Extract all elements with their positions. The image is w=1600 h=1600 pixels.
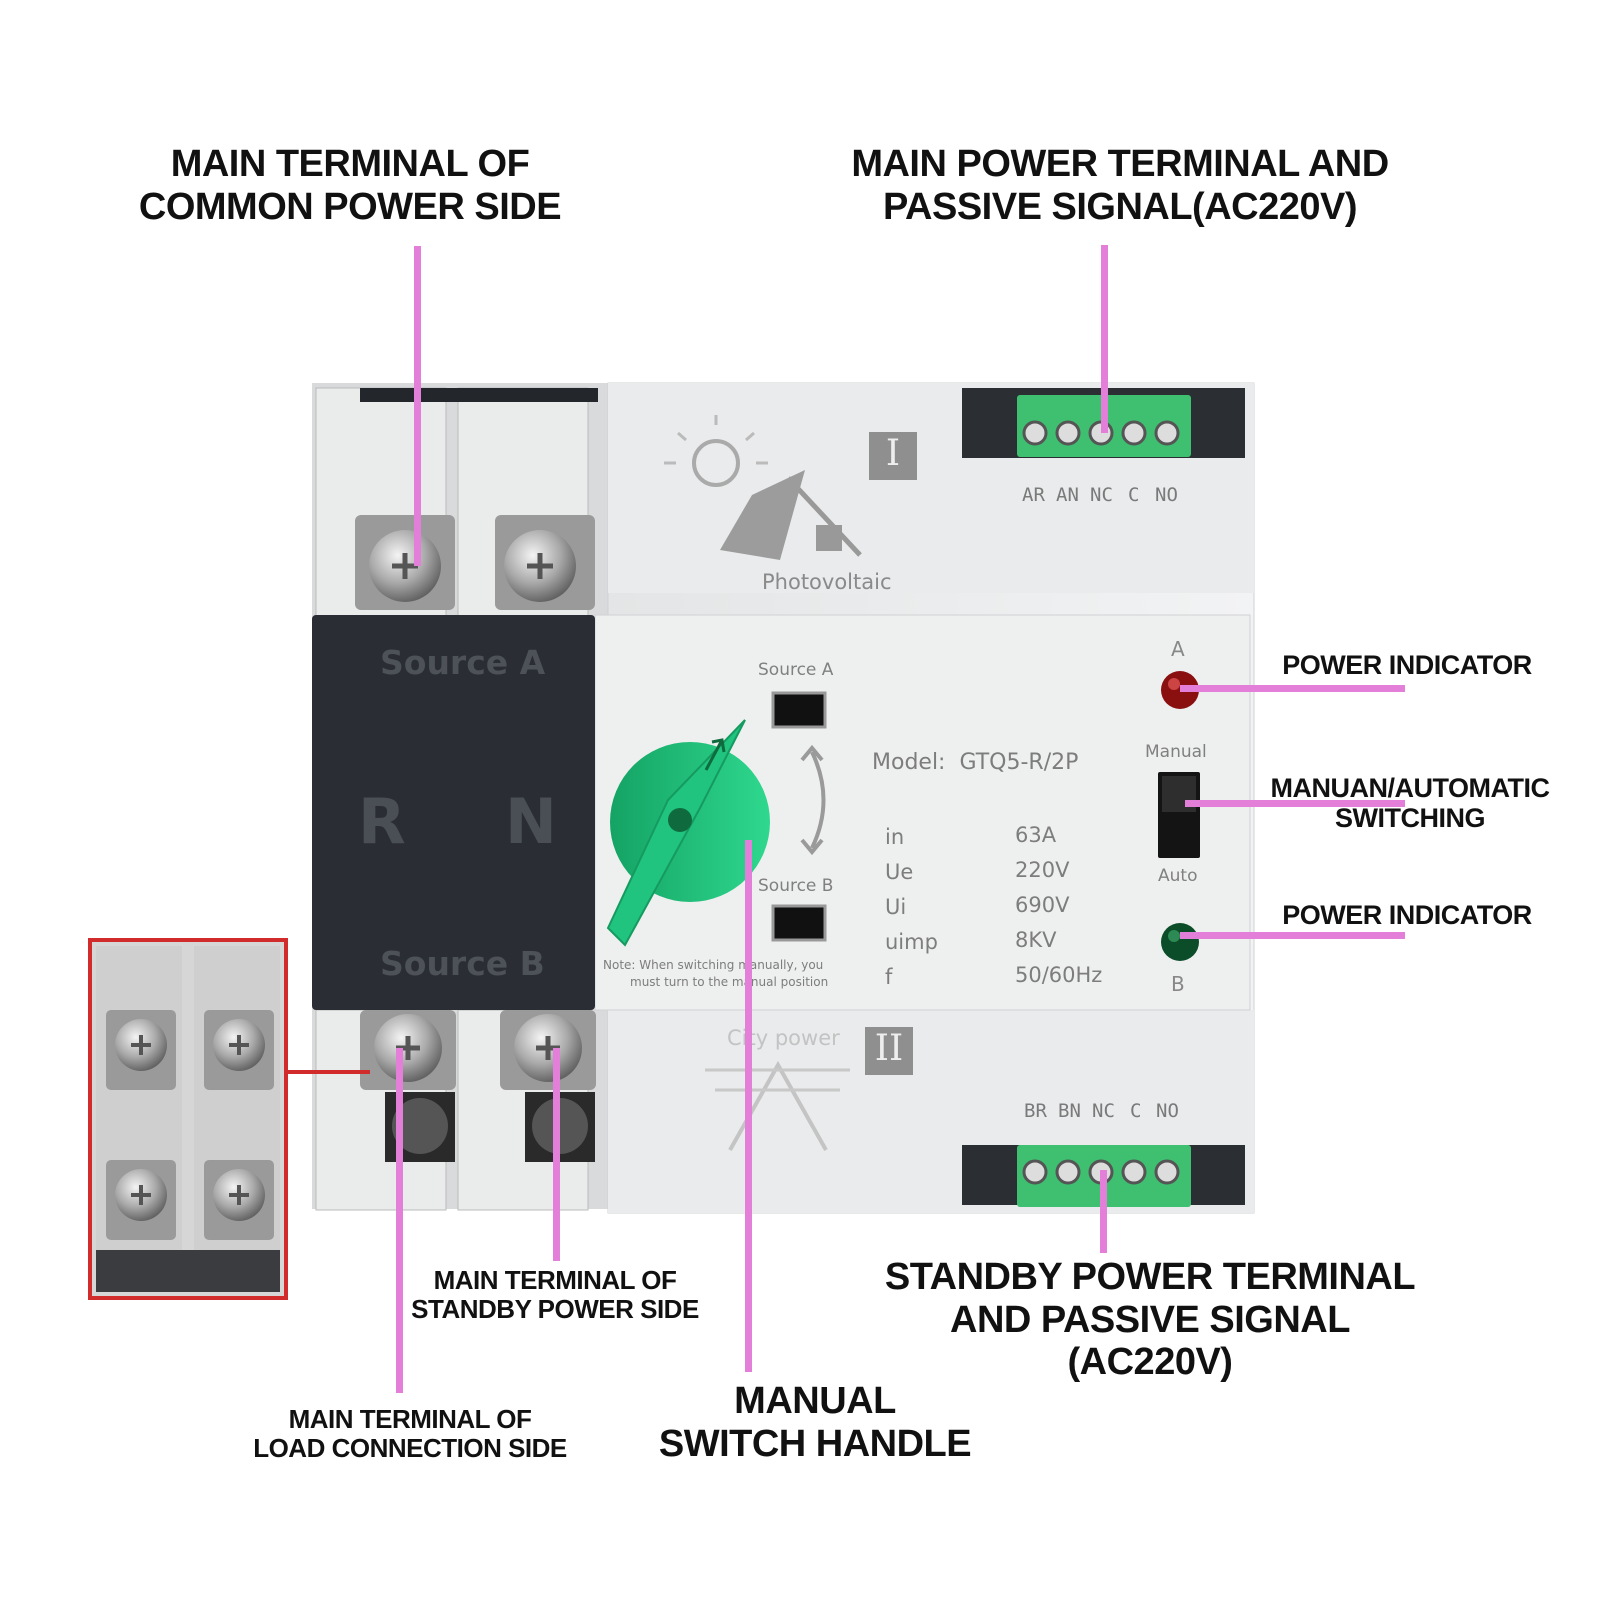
switch-body: [312, 382, 1255, 1214]
callout-line-common-power: [414, 246, 421, 566]
callout-common-power-side: MAIN TERMINAL OF COMMON POWER SIDE: [138, 143, 562, 228]
callout-power-indicator-b: POWER INDICATOR: [1282, 900, 1532, 930]
spec-label-ue: Ue: [885, 860, 914, 884]
top-terminal-no: NO: [1155, 484, 1178, 506]
note-line-1: Note: When switching manually, you: [603, 958, 824, 972]
top-terminal-nc: NC: [1090, 484, 1113, 506]
spec-value-ui: 690V: [1015, 893, 1070, 917]
switch-handle-lever[interactable]: [606, 719, 746, 947]
callout-line-power-indicator-a: [1180, 685, 1405, 692]
bottom-terminal-no: NO: [1156, 1100, 1179, 1122]
top-terminal-an: AN: [1056, 484, 1079, 506]
callout-line-manual-auto: [1185, 800, 1405, 807]
callout-main-power-terminal: MAIN POWER TERMINAL AND PASSIVE SIGNAL(A…: [851, 143, 1389, 228]
callout-load-connection-side: MAIN TERMINAL OF LOAD CONNECTION SIDE: [253, 1404, 567, 1464]
source-b-window-label: Source B: [758, 876, 834, 896]
callout-standby-power-terminal: STANDBY POWER TERMINAL AND PASSIVE SIGNA…: [884, 1256, 1416, 1384]
indicator-b-label: B: [1171, 972, 1185, 996]
callout-standby-main-terminal: MAIN TERMINAL OF STANDBY POWER SIDE: [411, 1265, 699, 1325]
manual-label: Manual: [1145, 742, 1207, 762]
model-label: Model: GTQ5-R/2P: [872, 750, 1079, 775]
callout-line-main-power-terminal: [1101, 245, 1108, 433]
photovoltaic-label: Photovoltaic: [762, 570, 892, 594]
pole-r-label: R: [358, 785, 406, 858]
top-terminal-ar: AR: [1022, 484, 1045, 506]
callout-line-power-indicator-b: [1180, 932, 1405, 939]
callout-line-standby-power-terminal: [1100, 1170, 1107, 1253]
callout-power-indicator-a: POWER INDICATOR: [1282, 650, 1532, 680]
spec-label-f: f: [885, 965, 893, 989]
source-a-window-label: Source A: [758, 660, 834, 680]
spec-value-uimp: 8KV: [1015, 928, 1057, 952]
spec-value-in: 63A: [1015, 823, 1057, 847]
bottom-terminal-nc: NC: [1092, 1100, 1115, 1122]
bottom-terminal-bn: BN: [1058, 1100, 1081, 1122]
spec-label-ui: Ui: [885, 895, 907, 919]
spec-label-uimp: uimp: [885, 930, 938, 954]
source-b-block-label: Source B: [380, 944, 545, 983]
callout-manual-auto-switching: MANUAN/AUTOMATIC SWITCHING: [1270, 773, 1550, 834]
spec-value-f: 50/60Hz: [1015, 963, 1103, 987]
callout-line-standby-main-terminal: [553, 1048, 560, 1261]
top-terminal-c: C: [1128, 484, 1140, 506]
bottom-terminal-c: C: [1130, 1100, 1142, 1122]
power-indicator-b-light: [1161, 923, 1199, 961]
spec-label-in: in: [885, 825, 905, 849]
indicator-a-label: A: [1171, 637, 1185, 661]
callout-manual-switch-handle: MANUAL SWITCH HANDLE: [658, 1380, 972, 1465]
roman-numeral-one: I: [885, 433, 901, 474]
city-power-label: City power: [727, 1026, 840, 1050]
pole-n-label: N: [505, 785, 557, 858]
terminal-closeup-inset: [88, 938, 370, 1300]
roman-numeral-two: II: [874, 1028, 904, 1069]
note-line-2: must turn to the manual position: [630, 975, 829, 989]
bottom-terminal-br: BR: [1024, 1100, 1047, 1122]
source-a-block-label: Source A: [380, 643, 546, 682]
spec-value-ue: 220V: [1015, 858, 1070, 882]
callout-line-load-terminal: [396, 1048, 403, 1393]
auto-label: Auto: [1158, 866, 1198, 886]
callout-line-manual-handle: [745, 840, 752, 1372]
